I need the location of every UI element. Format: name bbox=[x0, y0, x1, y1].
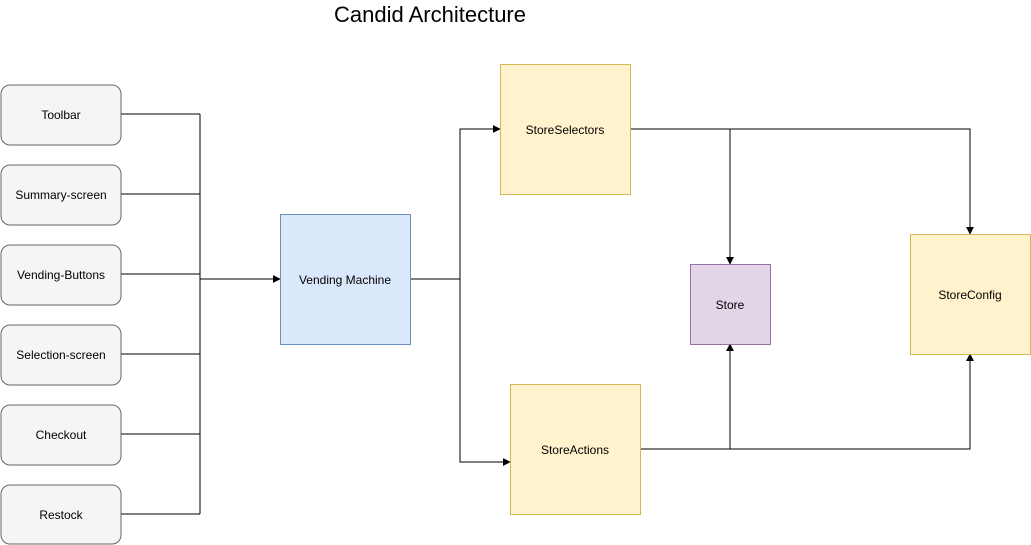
component-connectors bbox=[121, 113, 281, 515]
component-vending-buttons: Vending-Buttons bbox=[0, 244, 122, 306]
store-label: Store bbox=[716, 298, 745, 312]
store-selectors-to-store-config-arrow bbox=[630, 128, 974, 235]
vending-machine-connectors bbox=[410, 125, 511, 466]
store-selectors-connectors bbox=[630, 128, 974, 265]
store-actions-connectors bbox=[640, 343, 974, 450]
component-restock: Restock bbox=[0, 484, 122, 545]
component-toolbar: Toolbar bbox=[0, 84, 122, 146]
component-checkout: Checkout bbox=[0, 404, 122, 466]
component-summary-screen-label: Summary-screen bbox=[15, 188, 106, 202]
store-config-label: StoreConfig bbox=[938, 288, 1001, 302]
store-selectors-node: StoreSelectors bbox=[500, 64, 631, 195]
diagram-title: Candid Architecture bbox=[334, 2, 526, 27]
component-vending-buttons-label: Vending-Buttons bbox=[17, 268, 105, 282]
store-node: Store bbox=[690, 264, 771, 345]
component-selection-screen: Selection-screen bbox=[0, 324, 122, 386]
component-restock-label: Restock bbox=[39, 508, 83, 522]
store-actions-to-store-config-arrow bbox=[640, 353, 974, 450]
store-actions-label: StoreActions bbox=[541, 443, 609, 457]
store-selectors-label: StoreSelectors bbox=[526, 123, 605, 137]
vending-machine-label: Vending Machine bbox=[299, 273, 391, 287]
vending-machine-to-store-actions-arrow bbox=[459, 279, 511, 466]
component-summary-screen: Summary-screen bbox=[0, 164, 122, 226]
store-actions-node: StoreActions bbox=[510, 384, 641, 515]
component-checkout-label: Checkout bbox=[36, 428, 87, 442]
component-toolbar-label: Toolbar bbox=[41, 108, 80, 122]
component-selection-screen-label: Selection-screen bbox=[16, 348, 105, 362]
store-config-node: StoreConfig bbox=[910, 234, 1031, 355]
vending-machine-node: Vending Machine bbox=[280, 214, 411, 345]
vending-machine-to-store-selectors-arrow bbox=[410, 125, 501, 280]
